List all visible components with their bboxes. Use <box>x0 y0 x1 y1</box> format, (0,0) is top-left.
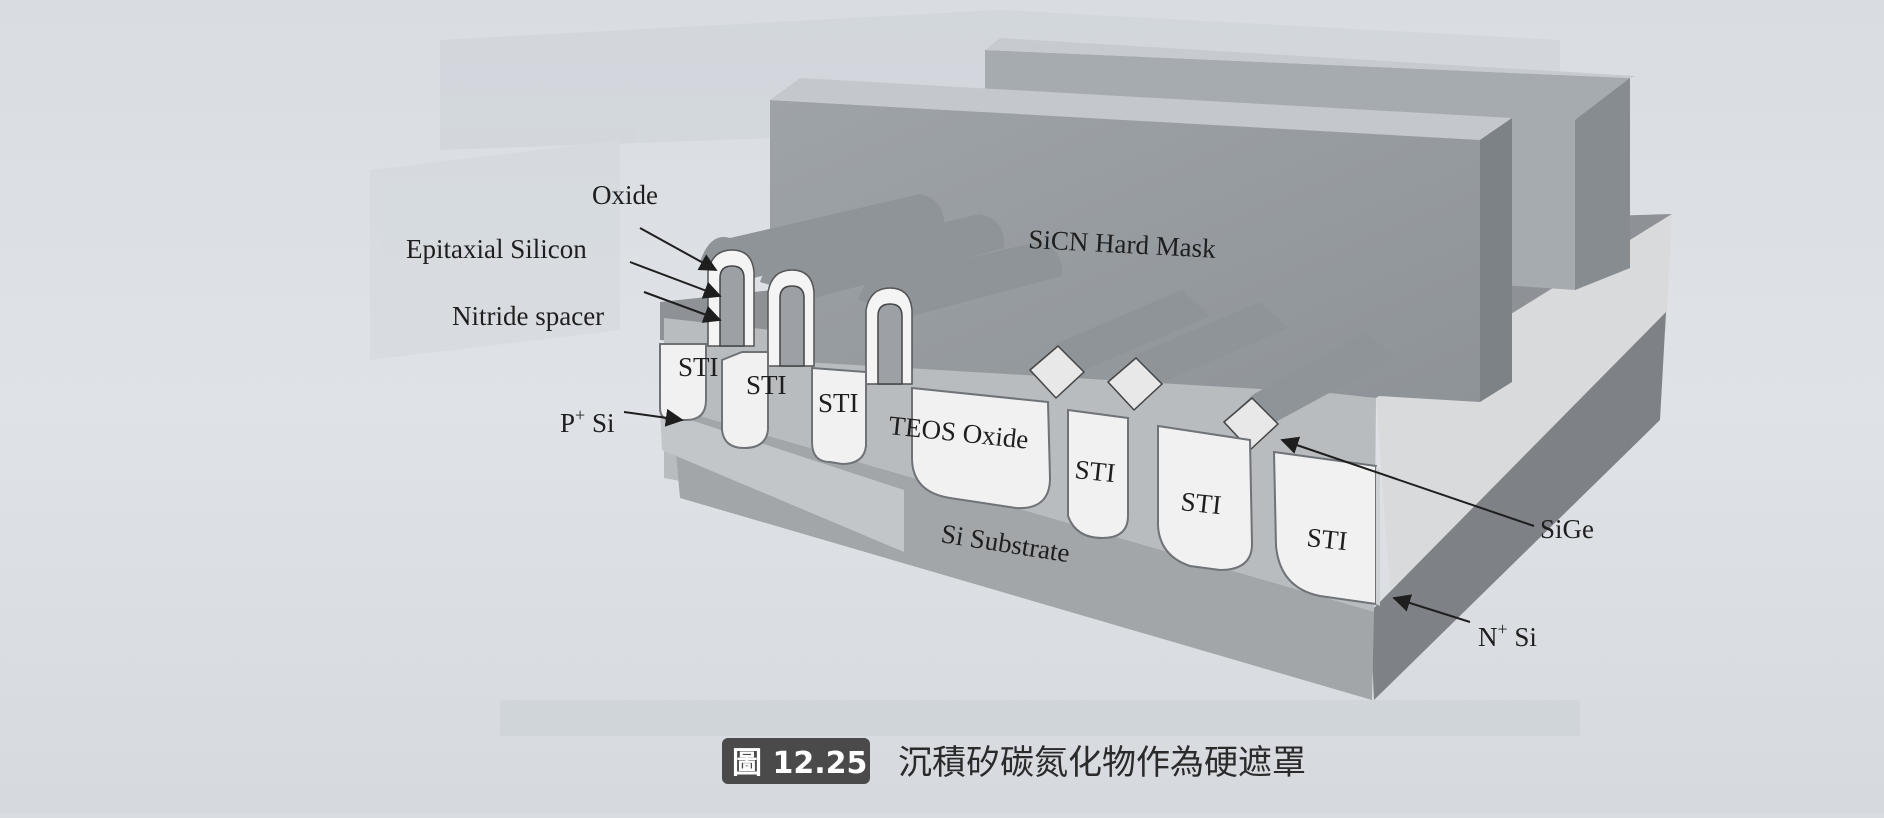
sige-label: SiGe <box>1540 514 1594 544</box>
callouts: Oxide Epitaxial Silicon Nitride spacer P… <box>406 180 1594 652</box>
sti-regions <box>659 343 1380 606</box>
sti-label-5: STI <box>1179 486 1222 520</box>
epitaxial-silicon-label: Epitaxial Silicon <box>406 234 587 264</box>
sti-label-4: STI <box>1073 454 1116 488</box>
p-plus-si-label: P+ Si <box>560 405 614 438</box>
nitride-spacer-arrow <box>643 291 722 323</box>
n-plus-si-label: N+ Si <box>1478 619 1537 652</box>
sti-label-3: STI <box>818 388 859 418</box>
nitride-spacer-label: Nitride spacer <box>452 301 604 331</box>
figure-caption: 圖 12.25 沉積矽碳氮化物作為硬遮罩 <box>722 738 1306 784</box>
right-fins-sige <box>1028 290 1394 452</box>
oxide-arrow <box>639 227 718 271</box>
epitaxial-silicon-arrow <box>629 261 722 299</box>
p-plus-si-arrow <box>623 408 684 427</box>
sicn-hard-mask <box>770 38 1636 402</box>
caption-badge-text: 圖 12.25 <box>732 746 867 781</box>
caption-badge <box>722 738 870 784</box>
oxide-label: Oxide <box>592 180 658 210</box>
sti-label-2: STI <box>746 370 787 400</box>
sti-label-6: STI <box>1305 522 1348 556</box>
sige-arrow <box>1280 436 1535 527</box>
n-plus-si-arrow <box>1392 594 1471 623</box>
sti-label-1: STI <box>678 352 719 382</box>
caption-text: 沉積矽碳氮化物作為硬遮罩 <box>898 743 1306 783</box>
left-fins <box>700 194 1063 385</box>
